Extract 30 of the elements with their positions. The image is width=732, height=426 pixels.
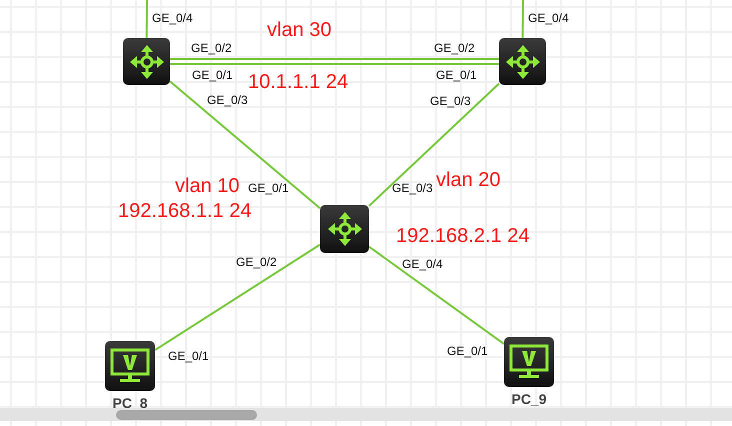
port-label: GE_0/3: [392, 182, 433, 194]
switch-device: [123, 38, 170, 85]
device-label: PC_8: [111, 395, 149, 411]
port-label: GE_0/3: [430, 95, 471, 107]
port-label: GE_0/1: [192, 69, 233, 81]
port-label: GE_0/1: [168, 350, 209, 362]
network-label: vlan 20: [436, 170, 500, 190]
link-line: [154, 244, 321, 351]
link-line: [368, 246, 505, 345]
port-label: GE_0/4: [402, 258, 443, 270]
network-label: 10.1.1.1 24: [248, 72, 348, 92]
port-label: GE_0/2: [236, 256, 277, 268]
link-line: [522, 0, 524, 38]
port-label: GE_0/1: [447, 345, 488, 357]
network-label: 192.168.1.1 24: [118, 201, 252, 221]
device-label: PC_9: [510, 391, 548, 407]
switch-device: [499, 38, 546, 85]
link-line: [368, 82, 500, 207]
port-label: GE_0/2: [191, 42, 232, 54]
network-label: 192.168.2.1 24: [396, 226, 530, 246]
link-line: [170, 63, 499, 65]
switch-device: [320, 205, 369, 253]
port-label: GE_0/2: [434, 42, 475, 54]
network-label: vlan 10: [175, 176, 240, 196]
network-label: vlan 30: [267, 20, 332, 40]
link-line: [169, 80, 321, 210]
link-line: [146, 0, 148, 38]
port-label: GE_0/1: [436, 69, 477, 81]
link-line: [170, 58, 499, 60]
port-label: GE_0/3: [207, 94, 248, 106]
